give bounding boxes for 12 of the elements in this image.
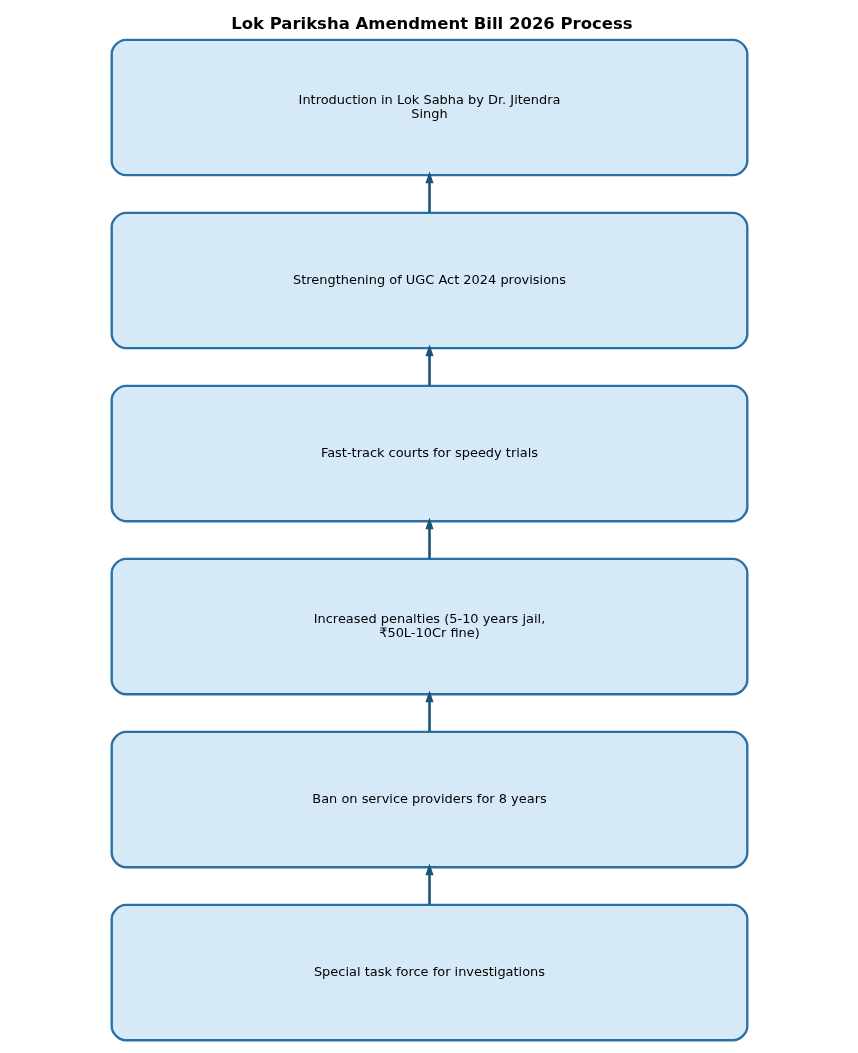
diagram-title: Lok Pariksha Amendment Bill 2026 Process: [230, 14, 633, 34]
node-box: Ban on service providers for 8 years: [110, 730, 748, 869]
arrow: [424, 690, 434, 732]
node-box: Special task force for investigations: [110, 903, 748, 1042]
node-box: Increased penalties (5-10 years jail, ₹50L-10Cr fine): [110, 557, 748, 696]
arrow: [424, 344, 434, 386]
arrow: [424, 517, 434, 559]
node-box: Introduction in Lok Sabha by Dr. Jitendra Singh: [110, 38, 748, 177]
arrow: [424, 171, 434, 213]
node-box: Strengthening of UGC Act 2024 provisions: [110, 211, 748, 350]
node-box: Fast-track courts for speedy trials: [110, 384, 748, 523]
arrow: [424, 863, 434, 905]
